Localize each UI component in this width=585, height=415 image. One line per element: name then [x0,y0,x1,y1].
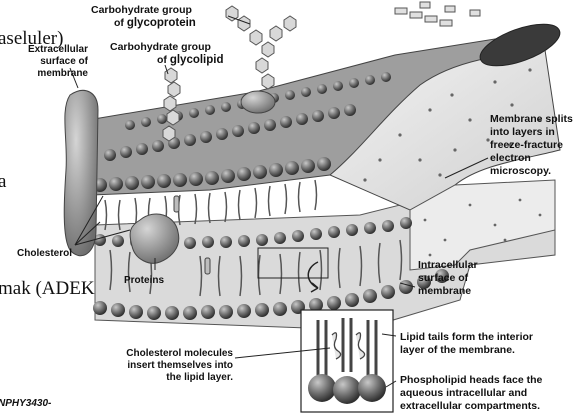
glycoprotein-label-line1: Carbohydrate group [91,4,192,16]
splits-label-line5: microscopy. [490,165,551,177]
heads-label-line1: Phospholipid heads face the [400,374,543,386]
chol-molecules-label-line2: insert themselves into [127,360,233,371]
heads-label-line2: aqueous intracellular and [400,387,527,399]
lipid-tails-label-line2: layer of the membrane. [400,344,515,356]
background-text-bottom: mak (ADEK) [0,278,101,299]
credit-text: NPHY3430- [0,398,52,409]
glycolipid-label-line1: Carbohydrate group [110,41,211,53]
glycolipid-label-line2: of glycolipid [157,54,224,66]
glycoprotein-label-line2: of glycoprotein [114,17,196,29]
top-right-carbohydrates [395,2,480,26]
intracellular-label-line3: membrane [418,285,471,297]
extracellular-label-line1: Extracellular [28,44,88,55]
splits-label-line2: into layers in [490,126,555,138]
extracellular-label-line3: membrane [37,68,88,79]
label-glycolipid: Carbohydrate group of glycolipid [110,41,224,66]
label-glycoprotein: Carbohydrate group of glycoprotein [91,4,196,29]
glycoprotein-body [241,91,275,113]
splits-label-line4: electron [490,152,531,164]
label-extracellular: Extracellular surface of membrane [28,44,89,79]
splits-label-line3: freeze-fracture [490,139,563,151]
label-lipid-tails: Lipid tails form the interior layer of t… [400,331,533,356]
transmembrane-protein-left [64,90,98,255]
label-membrane-splits: Membrane splits into layers in freeze-fr… [490,113,573,177]
cholesterol-label: Cholesterol [17,248,72,259]
intracellular-label-line1: Intracellular [418,259,478,271]
glycoprotein-carbohydrate [226,6,296,89]
chol-molecules-label-line3: the lipid layer. [166,372,233,383]
chol-molecules-label-line1: Cholesterol molecules [126,348,233,359]
label-cholesterol-molecules: Cholesterol molecules insert themselves … [126,348,233,383]
intracellular-label-line2: surface of [418,272,469,284]
extracellular-label-line2: surface of [40,56,88,67]
label-intracellular: Intracellular surface of membrane [418,259,478,297]
glycoprotein-label-prefix: of [114,17,127,29]
glycoprotein-label-bold: glycoprotein [127,17,196,29]
lipid-tails-label-line1: Lipid tails form the interior [400,331,533,343]
glycolipid-label-prefix: of [157,54,170,66]
proteins-label: Proteins [124,275,164,286]
background-text-middle: a [0,171,7,192]
heads-label-line3: extracellular compartments. [400,400,540,412]
splits-label-line1: Membrane splits [490,113,573,125]
glycolipid-label-bold: glycolipid [170,54,224,66]
label-phospholipid-heads: Phospholipid heads face the aqueous intr… [400,374,543,412]
